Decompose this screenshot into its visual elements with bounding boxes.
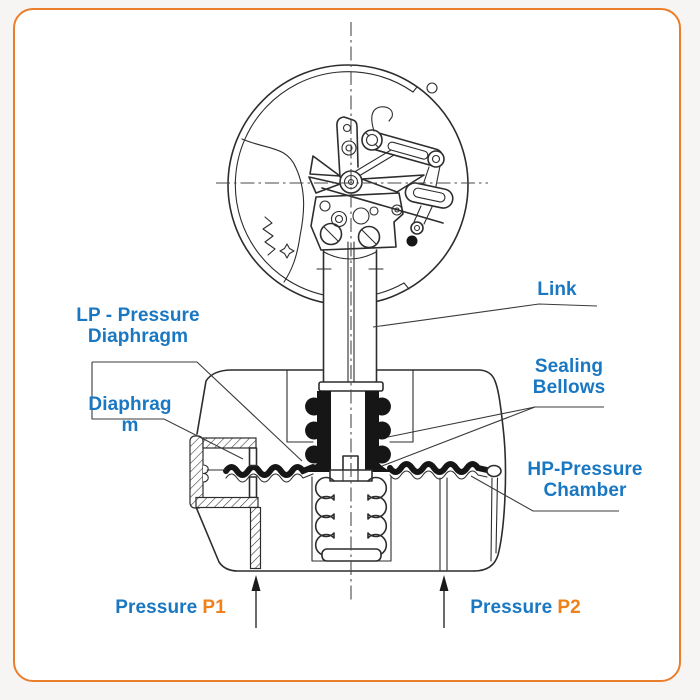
hook-wire-icon — [371, 106, 393, 132]
slotted-screw-icon — [357, 225, 381, 249]
slotted-screw-icon — [319, 222, 343, 246]
p2-inlet-channel — [439, 477, 448, 571]
diaphragm-label: Diaphrag m — [88, 394, 172, 436]
gauge-movement-mechanism — [308, 82, 454, 260]
sealing-bellows-black — [365, 391, 393, 472]
sealing-bellows-label: Sealing Bellows — [532, 356, 606, 398]
lp-diaphragm-housing — [189, 435, 262, 570]
lp-pressure-diaphragm-label: LP - Pressure Diaphragm — [76, 305, 200, 347]
diaphragm-wave-left — [223, 464, 316, 478]
leader-lines — [91, 303, 619, 512]
star-mark-icon — [279, 243, 295, 259]
link-rod — [316, 241, 384, 384]
p2-arrow — [439, 575, 449, 628]
pointer-needle — [321, 187, 444, 224]
sealing-bellows-black — [303, 391, 331, 472]
link-label: Link — [537, 279, 577, 300]
p1-arrow — [251, 575, 261, 628]
diaphragm-wave-right — [387, 461, 490, 475]
stem-mask — [324, 238, 376, 386]
hp-pressure-chamber-label: HP-Pressure Chamber — [527, 459, 643, 501]
chamber-body — [189, 369, 507, 572]
hairspring-icon — [262, 216, 276, 256]
